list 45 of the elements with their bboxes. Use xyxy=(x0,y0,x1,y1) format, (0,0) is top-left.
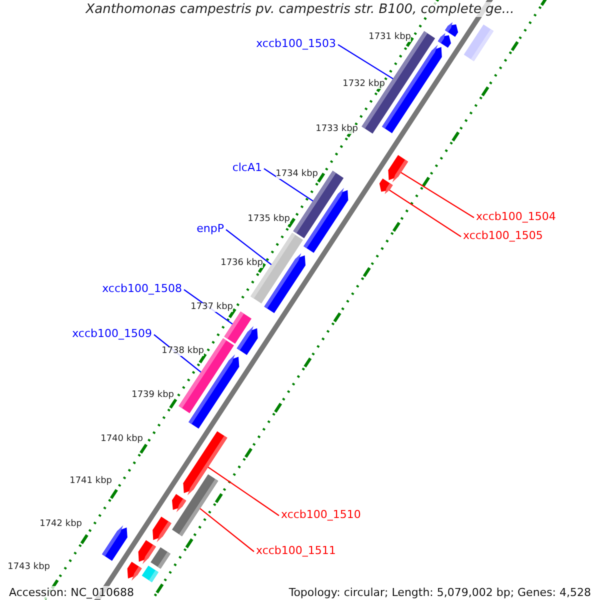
gene-label: clcA1 xyxy=(232,162,262,173)
gene-label: xccb100_1510 xyxy=(281,509,361,520)
gene-glyph xyxy=(379,178,393,194)
gene-label: xccb100_1505 xyxy=(463,230,543,241)
gene-glyph xyxy=(445,22,458,37)
tick-label: 1733 kbp xyxy=(316,125,358,134)
tick-label: 1739 kbp xyxy=(132,391,174,400)
gene-glyph xyxy=(388,155,408,182)
tick-label: 1742 kbp xyxy=(40,520,82,529)
gene-label: xccb100_1504 xyxy=(476,211,556,222)
tick-label: 1732 kbp xyxy=(342,80,385,89)
gene-glyph xyxy=(127,562,142,581)
tick-label: 1735 kbp xyxy=(248,215,290,224)
gene-label: xccb100_1509 xyxy=(72,328,152,339)
gene-bar xyxy=(142,566,158,582)
gene-glyph xyxy=(102,525,128,561)
gene-glyph xyxy=(438,33,451,48)
leader-line xyxy=(208,466,280,516)
gene-label: xccb100_1511 xyxy=(256,545,336,556)
leader-line xyxy=(200,508,254,552)
gene-glyph xyxy=(188,354,240,429)
gene-bar xyxy=(150,547,170,569)
gene-glyph xyxy=(304,188,348,253)
tick-label: 1731 kbp xyxy=(368,33,411,42)
gene-bar xyxy=(464,24,494,62)
tick-label: 1740 kbp xyxy=(100,435,143,444)
tick-label: 1737 kbp xyxy=(190,303,233,312)
leader-line xyxy=(226,229,272,266)
gene-label: xccb100_1503 xyxy=(256,38,336,49)
gene-label: xccb100_1508 xyxy=(102,283,182,294)
gene-label: enpP xyxy=(196,223,224,234)
gene-glyph xyxy=(152,516,172,542)
leader-line xyxy=(389,190,462,238)
tick-label: 1741 kbp xyxy=(70,477,112,486)
gene-glyph xyxy=(172,494,186,512)
gene-bar xyxy=(172,474,218,536)
tick-label: 1736 kbp xyxy=(220,259,263,268)
gene-glyph xyxy=(236,326,258,355)
tick-label: 1743 kbp xyxy=(8,563,50,572)
leader-line xyxy=(264,168,314,202)
leader-line xyxy=(400,172,474,218)
gene-glyph xyxy=(264,253,306,314)
tick-label: 1734 kbp xyxy=(276,170,318,179)
tick-label: 1738 kbp xyxy=(162,347,204,356)
leader-line xyxy=(338,44,394,80)
